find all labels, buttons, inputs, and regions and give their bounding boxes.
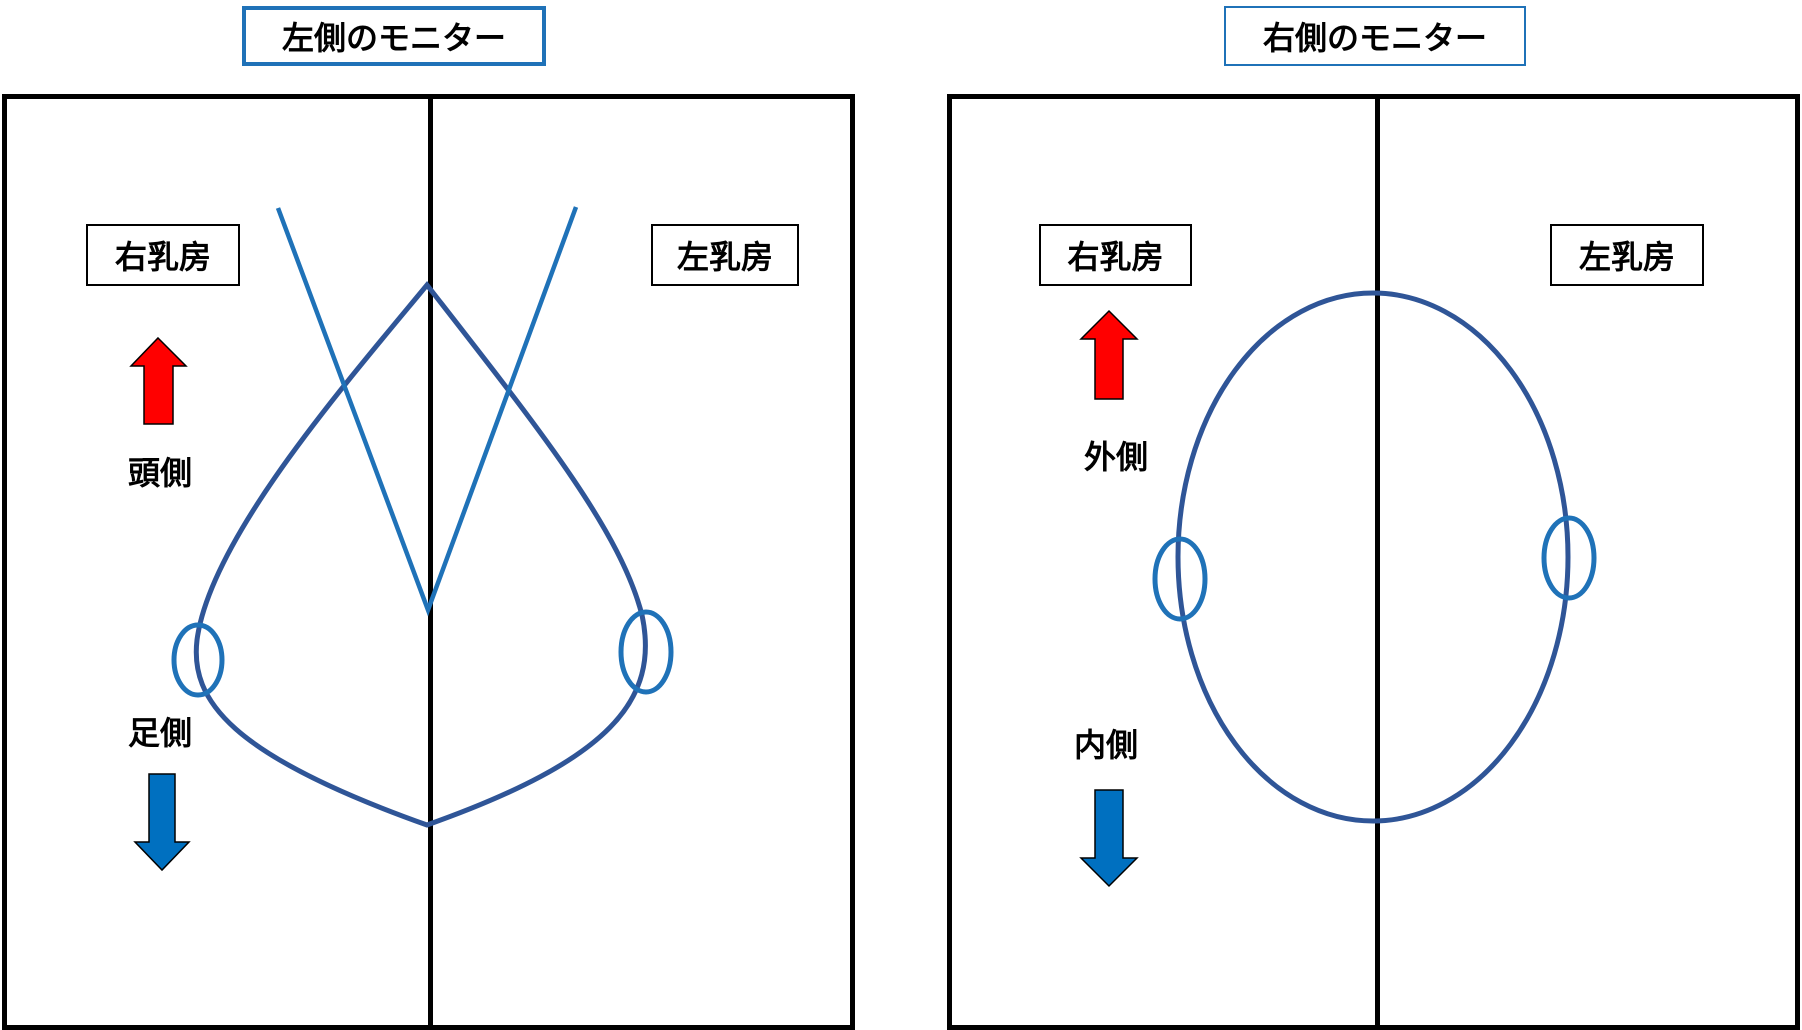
right-monitor-title-text: 右側のモニター (1262, 19, 1487, 57)
left-monitor-head-arrow (129, 336, 188, 425)
left-monitor-right-breast-label: 右乳房 (86, 224, 240, 286)
right-monitor-right-breast-label: 右乳房 (1039, 224, 1192, 286)
left-monitor-foot-arrow (133, 773, 191, 872)
right-monitor-center-divider (1375, 99, 1380, 1025)
right-monitor-outer-arrow (1079, 309, 1139, 400)
right-monitor-right-breast-marker (1152, 536, 1208, 622)
left-monitor-foot-side-label: 足側 (127, 714, 192, 752)
left-monitor-left-breast-text: 左乳房 (676, 238, 773, 276)
left-monitor-left-breast-marker (618, 609, 674, 695)
right-monitor-left-breast-text: 左乳房 (1578, 238, 1675, 276)
left-monitor-title-text: 左側のモニター (281, 19, 506, 57)
left-monitor-v-lines (275, 206, 579, 617)
left-monitor-head-side-label: 頭側 (127, 454, 192, 492)
left-monitor-right-breast-text: 右乳房 (114, 238, 211, 276)
left-monitor-right-breast-marker (171, 622, 225, 698)
right-monitor-breast-outline (1175, 290, 1571, 824)
right-monitor-inner-arrow (1079, 789, 1139, 888)
right-monitor-left-breast-label: 左乳房 (1550, 224, 1704, 286)
left-monitor-breast-outline (193, 281, 648, 828)
left-monitor-left-breast-label: 左乳房 (651, 224, 799, 286)
right-monitor-inner-side-label: 内側 (1073, 726, 1138, 764)
left-monitor-center-divider (428, 99, 433, 1025)
right-monitor-right-breast-text: 右乳房 (1067, 238, 1164, 276)
right-monitor-title: 右側のモニター (1224, 6, 1526, 66)
right-monitor-outer-side-label: 外側 (1083, 438, 1148, 476)
right-monitor-left-breast-marker (1541, 515, 1597, 601)
left-monitor-title: 左側のモニター (242, 6, 546, 66)
